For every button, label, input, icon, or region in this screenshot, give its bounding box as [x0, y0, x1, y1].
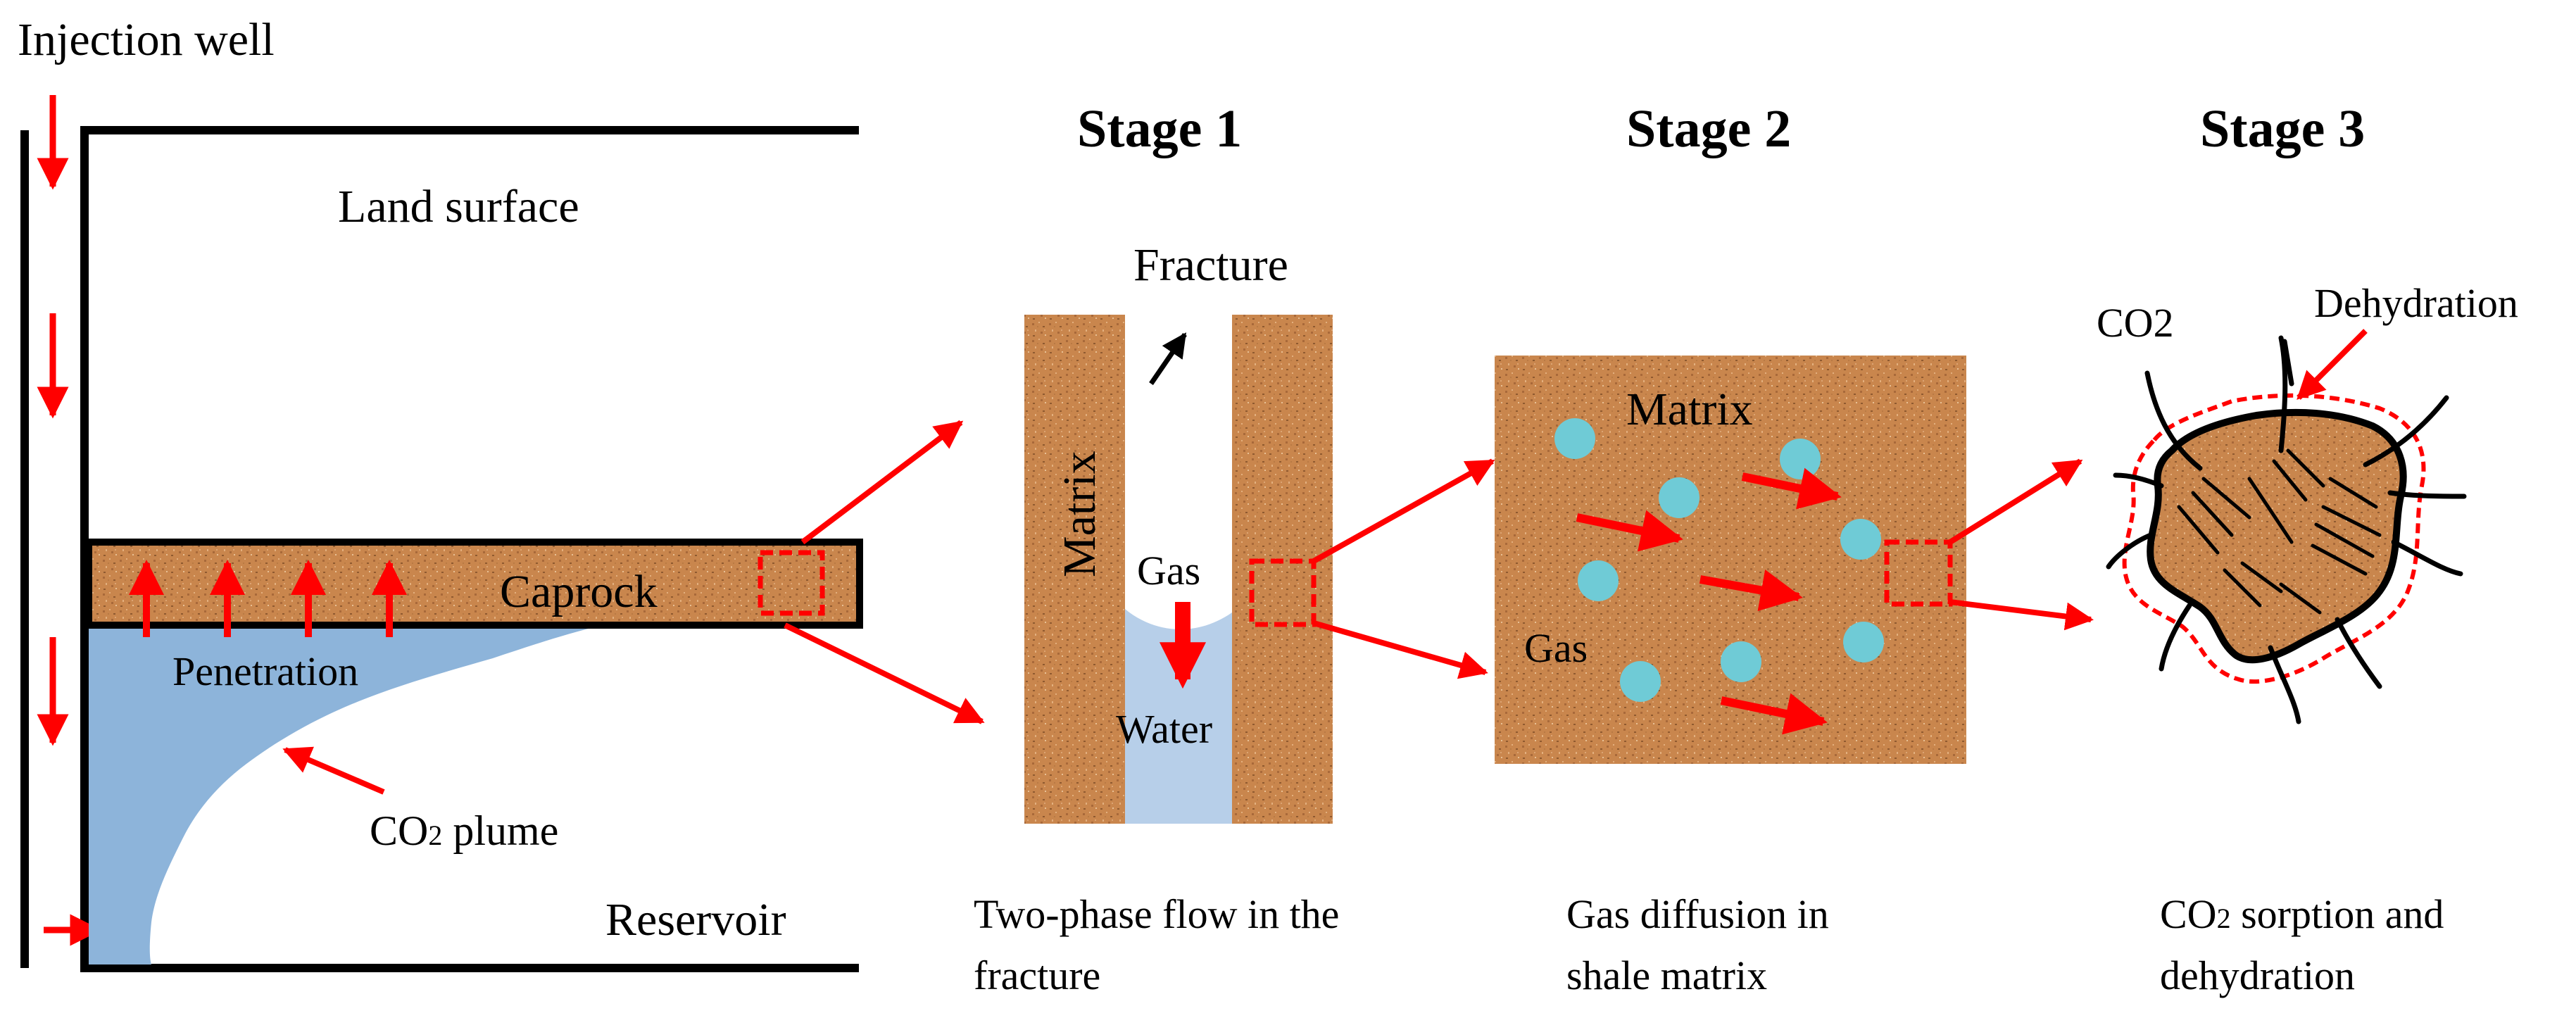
gas-label-stage-2: Gas: [1524, 625, 1588, 671]
stage-2-zoom-box: [1884, 539, 1953, 607]
co2-strand: [2278, 335, 2288, 453]
crack: [2247, 477, 2294, 544]
co2-plume: [89, 623, 612, 964]
zoom-arrow-down: [784, 622, 985, 724]
diffusion-arrows: [1576, 467, 1842, 735]
co2-strand: [2144, 370, 2203, 471]
caprock-label: Caprock: [500, 566, 658, 617]
caprock-zoom-box: [758, 550, 825, 616]
co2-strand: [2391, 539, 2463, 577]
co2-strand: [2387, 490, 2467, 499]
particle-cracks: [2177, 448, 2382, 615]
gas-bubble: [1578, 560, 1619, 601]
co2-plume-label: CO2 plume: [370, 808, 558, 854]
penetration-label: Penetration: [172, 648, 358, 694]
caprock-layer: [85, 539, 863, 629]
gas-bubble: [1780, 439, 1821, 479]
stage-3-caption-line1: CO2 sorption and: [2160, 891, 2444, 937]
penetration-arrows: [129, 560, 407, 637]
dehydration-pointer-arrow: [2297, 329, 2368, 400]
diffusion-arrow: [1720, 693, 1828, 735]
matrix-column-left: [1024, 315, 1125, 824]
gas-bubble: [1620, 661, 1661, 702]
stage-1-zoom-arrow-up: [1312, 458, 1495, 564]
stage-1-panel: Stage 1 Matrix Fracture Gas Water Two-ph…: [974, 99, 1495, 998]
zoom-arrow-up: [800, 420, 964, 545]
gas-bubble: [1659, 477, 1699, 518]
gas-bubble: [1554, 418, 1595, 459]
injection-well-label: Injection well: [18, 14, 275, 65]
stage-2-zoom-arrow-down: [1949, 599, 2094, 631]
injection-arrows: [37, 95, 102, 946]
gas-bubble: [1840, 519, 1881, 560]
stage-3-caption-line2: dehydration: [2160, 953, 2355, 998]
crack: [2328, 477, 2378, 509]
stage-1-title: Stage 1: [1077, 99, 1242, 158]
diffusion-arrow: [1699, 569, 1803, 612]
gas-label-stage-1: Gas: [1137, 548, 1200, 593]
matrix-label-stage-2: Matrix: [1626, 384, 1753, 435]
stage-1-zoom-box: [1249, 558, 1317, 627]
stage-1-caption-line1: Two-phase flow in the: [974, 891, 1339, 937]
co2-strands: [2106, 335, 2467, 724]
matrix-column-right: [1232, 315, 1333, 824]
crack: [2286, 448, 2325, 488]
crack: [2279, 582, 2322, 615]
co2-strand: [2335, 617, 2382, 689]
gas-bubble: [1721, 641, 1761, 682]
stage-2-zoom-arrow-up: [1948, 458, 2083, 545]
fracture-pointer-arrow: [1149, 332, 1187, 385]
diffusion-arrow: [1741, 467, 1842, 510]
co2-strand: [2363, 395, 2449, 467]
crack: [2314, 522, 2375, 558]
stage-3-title: Stage 3: [2200, 99, 2365, 158]
crack: [2321, 505, 2382, 537]
shale-particle: [2147, 408, 2407, 664]
crack: [2177, 505, 2220, 555]
matrix-label-stage-1: Matrix: [1054, 451, 1105, 577]
co2-strand: [2282, 339, 2294, 387]
co2-strand: [2113, 472, 2164, 489]
stage-3-panel: Stage 3 CO2 Dehydration: [2097, 99, 2518, 998]
gas-bubble: [1843, 622, 1884, 662]
crack: [2272, 459, 2308, 502]
crack: [2223, 568, 2262, 608]
co2-strand: [2106, 532, 2154, 570]
crack: [2191, 491, 2234, 537]
reservoir-label: Reservoir: [605, 894, 786, 945]
land-surface-label: Land surface: [338, 181, 579, 232]
stage-1-zoom-arrow-down: [1312, 620, 1488, 679]
stage-2-caption-line2: shale matrix: [1566, 953, 1767, 998]
dehydration-label: Dehydration: [2314, 280, 2518, 326]
stage-2-panel: Stage 2 Matrix Gas Gas diffusion in shal…: [1495, 99, 2094, 998]
co2-label-stage-3: CO2: [2097, 300, 2174, 346]
co2-strand: [2268, 645, 2301, 724]
stage-2-caption-line1: Gas diffusion in: [1566, 891, 1829, 937]
plume-pointer-arrow: [282, 746, 385, 795]
crack: [2240, 561, 2283, 593]
crack: [2311, 543, 2368, 576]
fracture-label: Fracture: [1133, 239, 1288, 291]
co2-strand: [2159, 603, 2192, 672]
crack: [2201, 477, 2251, 520]
water-label: Water: [1116, 706, 1212, 752]
diffusion-arrow: [1576, 510, 1683, 552]
stage-2-title: Stage 2: [1626, 99, 1791, 158]
stage-1-caption-line2: fracture: [974, 953, 1100, 998]
